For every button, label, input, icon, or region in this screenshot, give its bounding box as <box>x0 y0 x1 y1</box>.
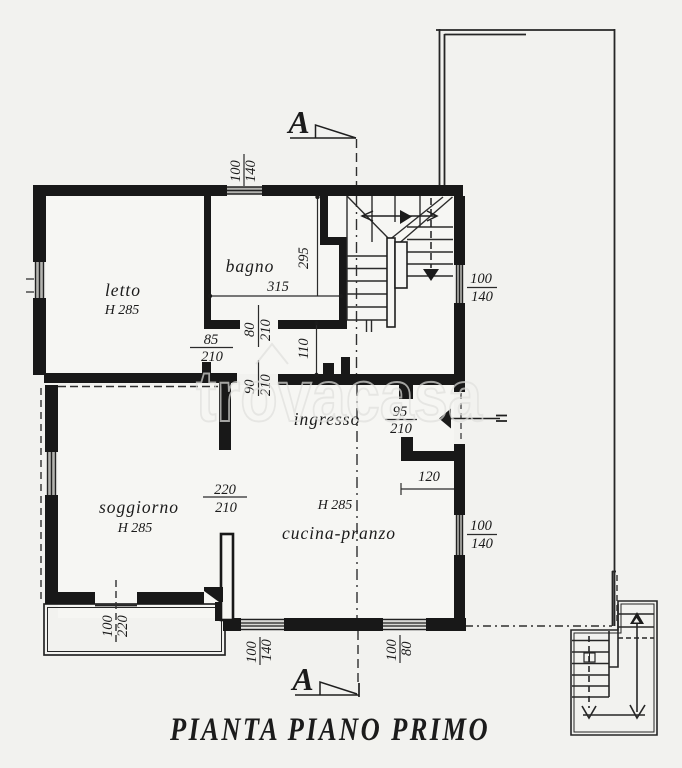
svg-text:80: 80 <box>242 322 258 337</box>
svg-text:100: 100 <box>100 615 116 638</box>
svg-text:315: 315 <box>266 279 289 295</box>
svg-text:bagno: bagno <box>226 256 275 276</box>
svg-text:95: 95 <box>393 404 408 420</box>
svg-text:A: A <box>290 661 313 697</box>
svg-text:soggiorno: soggiorno <box>99 497 179 517</box>
svg-text:trovacasa: trovacasa <box>196 357 483 437</box>
svg-text:110: 110 <box>296 338 312 359</box>
svg-text:210: 210 <box>258 374 274 397</box>
svg-text:A: A <box>286 104 309 140</box>
svg-text:100: 100 <box>470 271 493 287</box>
svg-text:295: 295 <box>296 247 312 269</box>
svg-text:100: 100 <box>470 518 493 534</box>
svg-text:100: 100 <box>244 641 260 664</box>
svg-text:letto: letto <box>105 280 141 300</box>
svg-text:cucina-pranzo: cucina-pranzo <box>282 523 396 543</box>
svg-text:140: 140 <box>259 639 275 662</box>
svg-text:H 285: H 285 <box>117 521 153 536</box>
svg-text:85: 85 <box>204 332 219 348</box>
svg-text:140: 140 <box>471 289 494 305</box>
svg-text:120: 120 <box>418 469 441 485</box>
svg-text:PIANTA PIANO PRIMO: PIANTA PIANO PRIMO <box>169 712 490 748</box>
svg-text:210: 210 <box>390 421 413 437</box>
svg-text:220: 220 <box>214 482 237 498</box>
svg-text:210: 210 <box>258 319 274 342</box>
svg-text:140: 140 <box>243 160 259 183</box>
svg-text:90: 90 <box>242 379 258 394</box>
svg-text:210: 210 <box>201 349 224 365</box>
svg-text:ingresso: ingresso <box>294 409 361 429</box>
svg-text:H 285: H 285 <box>317 498 353 513</box>
svg-text:140: 140 <box>471 536 494 552</box>
svg-text:H 285: H 285 <box>104 303 140 318</box>
svg-text:220: 220 <box>115 615 131 638</box>
svg-text:100: 100 <box>228 160 244 183</box>
svg-text:80: 80 <box>399 641 415 656</box>
svg-text:210: 210 <box>215 500 238 516</box>
svg-text:100: 100 <box>384 639 400 662</box>
